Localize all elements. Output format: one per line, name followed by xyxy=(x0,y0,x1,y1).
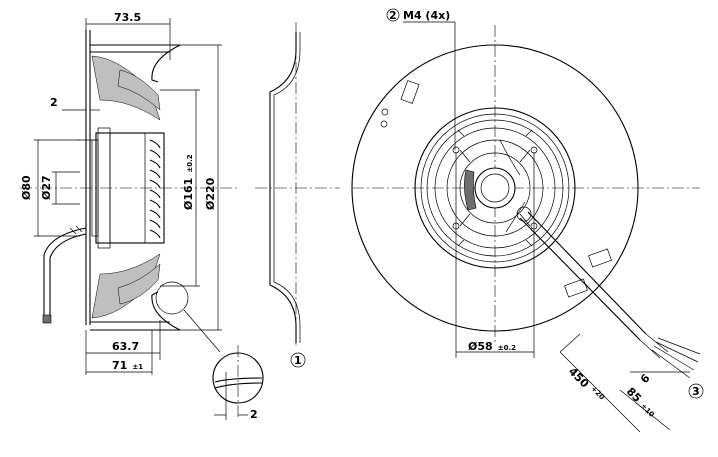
cable-grommet xyxy=(516,206,532,222)
motor-fins xyxy=(149,139,161,239)
dim-hub-diameter: Ø80 xyxy=(20,175,33,200)
cable-wires xyxy=(651,337,701,379)
detail-view: 2 xyxy=(212,345,264,421)
svg-text:85 ±10: 85 ±10 xyxy=(623,381,662,420)
callout-3-circle xyxy=(688,383,704,399)
dim-sheath-strip: 85 xyxy=(624,385,644,405)
side-cable xyxy=(43,227,87,320)
nameplate-top xyxy=(400,80,420,104)
svg-text:Ø58 ±0.2: Ø58 ±0.2 xyxy=(468,335,516,354)
dim-width-overall: 71 xyxy=(112,359,127,372)
dim-cable-length-tol: +20 xyxy=(589,385,606,402)
callout-2: 2 xyxy=(389,9,397,22)
dim-inner-diameter: Ø161 xyxy=(182,178,195,210)
dim-wall-thickness-top: 2 xyxy=(50,96,58,109)
dim-bolt-circle-tol: ±0.2 xyxy=(498,344,516,352)
terminal-block xyxy=(464,169,477,211)
side-view: 73.5 2 Ø80 Ø27 Ø161 ±0.2 Ø220 63.7 71 ± xyxy=(20,11,240,375)
dim-cable-length: 450 xyxy=(566,365,592,391)
dim-width-inner: 63.7 xyxy=(112,340,139,353)
dim-width-total: 73.5 xyxy=(114,11,141,24)
callout-2-circle xyxy=(386,8,400,22)
front-cable xyxy=(519,211,647,341)
dim-inner-diameter-tol: ±0.2 xyxy=(186,154,194,172)
svg-text:Ø161 ±0.2: Ø161 ±0.2 xyxy=(177,154,196,210)
nameplate-right xyxy=(588,248,612,268)
outer-ring xyxy=(351,44,639,332)
nameplate-bottom xyxy=(564,278,588,298)
dim-width-overall-tol: ±1 xyxy=(132,363,143,371)
front-view: 2 M4 (4x) Ø58 ±0.2 450 +20 6 85 ±10 3 xyxy=(351,8,704,433)
dim-wire-strip: 6 xyxy=(638,371,653,386)
profile-view: 1 xyxy=(255,22,340,368)
callout-1: 1 xyxy=(294,354,302,367)
thread-label: M4 (4x) xyxy=(403,9,450,22)
svg-text:71 ±1: 71 ±1 xyxy=(112,354,143,373)
dim-shaft-diameter: Ø27 xyxy=(40,175,53,200)
detail-circle-marker xyxy=(155,281,189,315)
ground-symbol xyxy=(381,108,389,116)
dim-outer-diameter: Ø220 xyxy=(204,177,217,210)
callout-3: 3 xyxy=(692,385,700,398)
dim-detail-wall-thickness: 2 xyxy=(250,408,258,421)
callout-1-circle xyxy=(290,352,306,368)
dim-bolt-circle: Ø58 xyxy=(468,340,493,353)
svg-text:450 +20: 450 +20 xyxy=(565,361,609,405)
